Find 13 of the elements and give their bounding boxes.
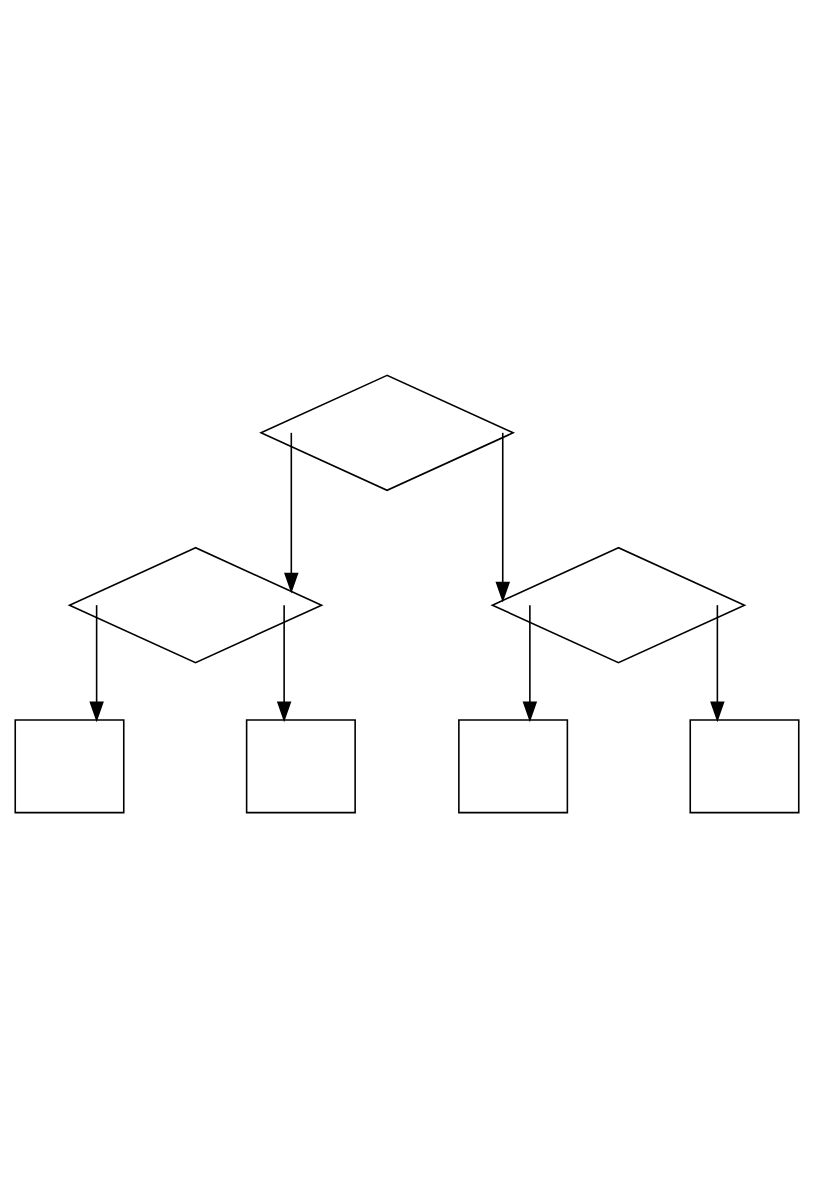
arrow — [710, 604, 725, 723]
node-box — [689, 719, 800, 814]
arrow — [495, 432, 510, 603]
arrow — [284, 432, 299, 594]
arrow — [89, 604, 104, 723]
node-box — [14, 719, 125, 814]
arrow — [522, 604, 538, 723]
arrow — [276, 604, 292, 723]
node-box — [245, 719, 356, 814]
node-box — [458, 719, 569, 814]
node-diamond — [259, 374, 516, 492]
node-diamond — [490, 546, 747, 664]
node-diamond — [67, 546, 324, 664]
